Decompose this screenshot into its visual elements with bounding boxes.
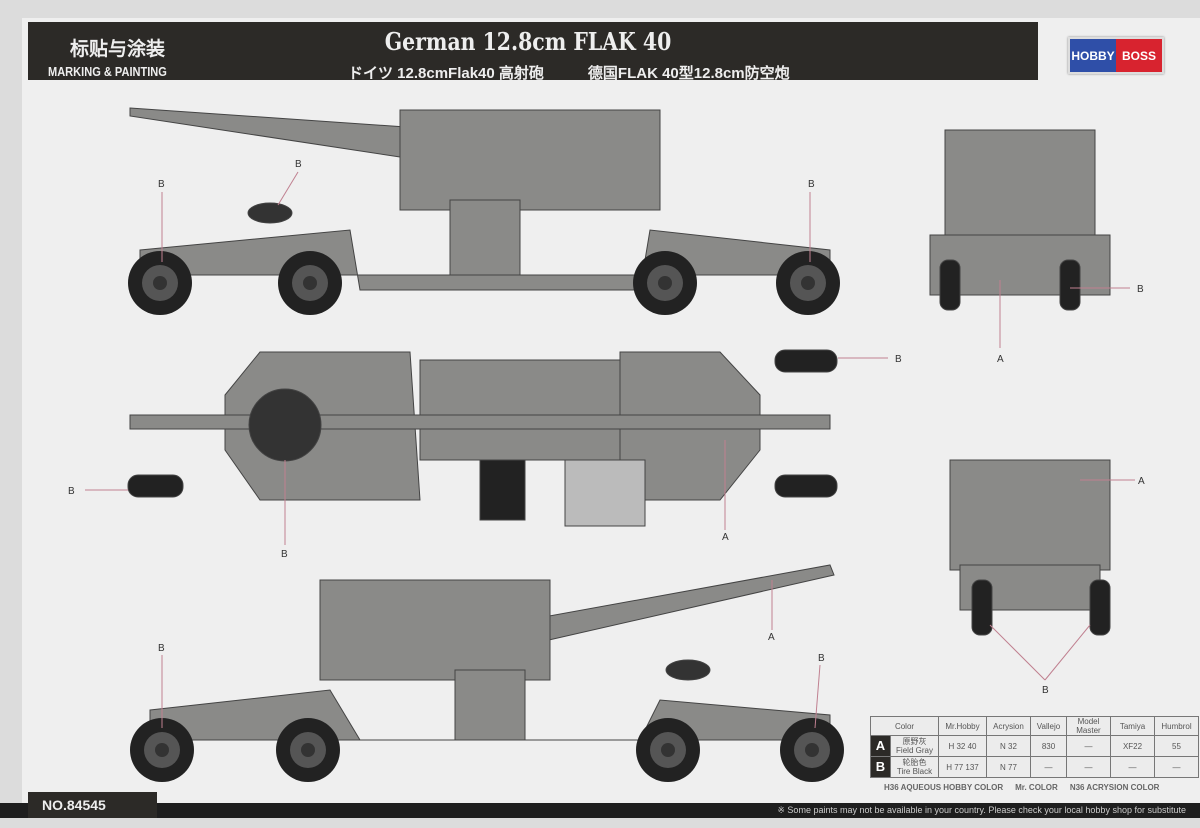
rear-view <box>949 459 1111 636</box>
label-b: B <box>158 179 165 190</box>
label-b: B <box>1137 284 1144 295</box>
kit-number: NO.84545 <box>28 792 157 818</box>
label-a: A <box>1138 476 1145 487</box>
subtitle-cn: 德国FLAK 40型12.8cm防空炮 <box>587 65 790 82</box>
title-en: MARKING & PAINTING <box>48 64 167 79</box>
subtitle: ドイツ 12.8cmFlak40 高射砲 德国FLAK 40型12.8cm防空炮 <box>348 62 834 83</box>
callout-lines <box>85 171 1135 729</box>
label-b: B <box>158 643 165 654</box>
label-a: A <box>997 354 1004 365</box>
front-view <box>929 129 1111 311</box>
label-b: B <box>295 159 302 170</box>
label-b: B <box>895 354 902 365</box>
label-b: B <box>68 486 75 497</box>
label-b: B <box>1042 685 1049 696</box>
footer-bar: ※ Some paints may not be available in yo… <box>0 803 1200 818</box>
label-a: A <box>722 532 729 543</box>
callout-labels: B B B B A B B B A A B A B B <box>68 159 1145 696</box>
page-title: German 12.8cm FLAK 40 <box>384 27 672 56</box>
header-bar: 标贴与涂装 MARKING & PAINTING German 12.8cm F… <box>28 22 1038 83</box>
label-b: B <box>808 179 815 190</box>
footer-note: ※ Some paints may not be available in yo… <box>777 805 1186 815</box>
side-view-right <box>129 107 831 291</box>
title-cn: 标贴与涂装 <box>70 39 166 60</box>
label-b: B <box>818 653 825 664</box>
subtitle-jp: ドイツ 12.8cmFlak40 高射砲 <box>348 65 544 82</box>
label-a: A <box>768 632 775 643</box>
side-view-left <box>149 564 835 741</box>
label-b: B <box>281 549 288 560</box>
top-view <box>127 349 838 527</box>
